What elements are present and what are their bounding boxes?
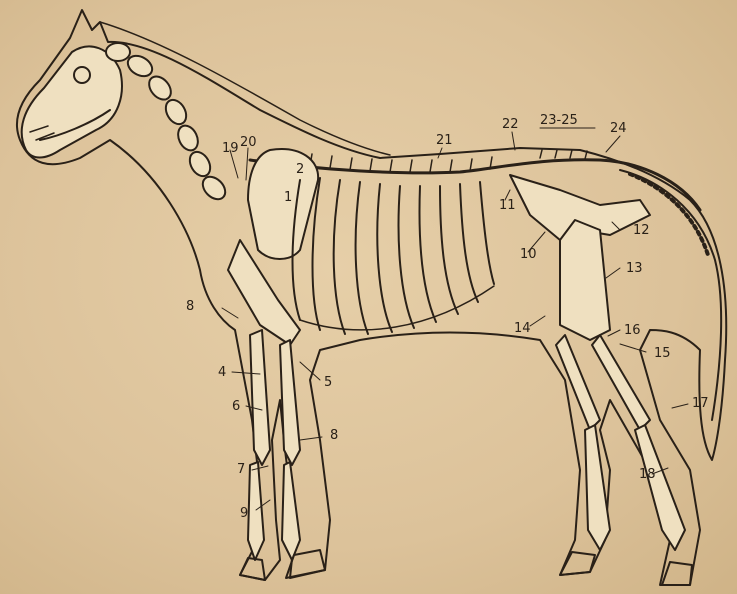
horse-body-outline — [17, 10, 726, 585]
label-16: 16 — [624, 324, 641, 337]
label-14: 14 — [514, 322, 531, 335]
ribcage — [293, 178, 495, 334]
label-17: 17 — [692, 397, 709, 410]
hooves — [240, 550, 692, 585]
label-13: 13 — [626, 262, 643, 275]
label-18: 18 — [639, 468, 656, 481]
label-10: 10 — [520, 248, 537, 261]
label-5: 5 — [324, 376, 332, 389]
hind-limb-bones — [556, 220, 685, 550]
cervical-vertebrae — [106, 43, 230, 204]
label-6: 6 — [232, 400, 240, 413]
label-9: 9 — [240, 507, 248, 520]
label-4: 4 — [218, 366, 226, 379]
label-22: 22 — [502, 118, 519, 131]
label-20: 20 — [240, 136, 257, 149]
label-12: 12 — [633, 224, 650, 237]
label-15: 15 — [654, 347, 671, 360]
label-19: 19 — [222, 142, 239, 155]
label-23-25: 23-25 — [540, 114, 578, 127]
label-7: 7 — [237, 463, 245, 476]
label-8-lower: 8 — [330, 429, 338, 442]
label-21: 21 — [436, 134, 453, 147]
label-2: 2 — [296, 163, 304, 176]
label-8-upper: 8 — [186, 300, 194, 313]
label-1: 1 — [284, 191, 292, 204]
label-11: 11 — [499, 199, 516, 212]
label-24: 24 — [610, 122, 627, 135]
